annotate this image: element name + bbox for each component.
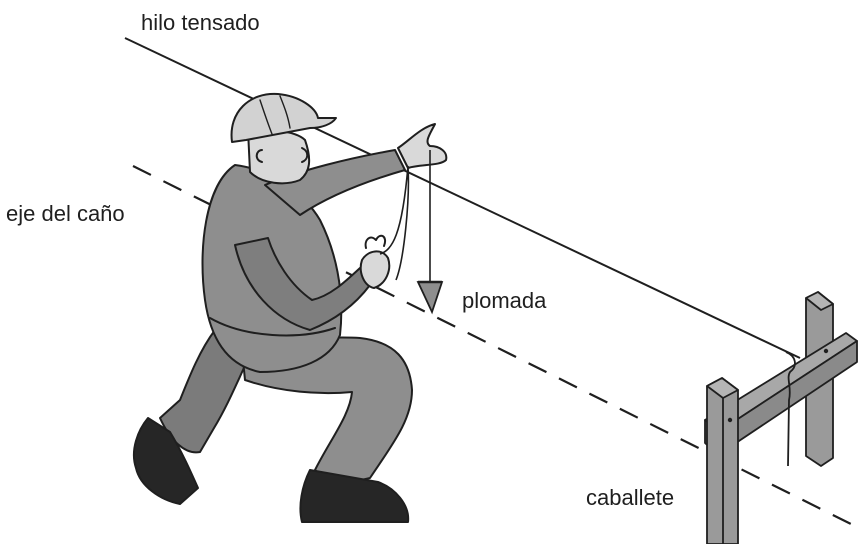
worker-right-hand	[359, 250, 391, 289]
plumb-bob-assembly	[379, 150, 444, 315]
string-tie	[785, 351, 796, 467]
worker	[132, 92, 448, 523]
trestle-label: caballete	[586, 485, 675, 510]
plumb-bob	[416, 281, 444, 315]
pipe-axis-label: eje del caño	[6, 201, 125, 226]
worker-back-leg	[159, 329, 251, 454]
trestle	[704, 291, 858, 544]
taut-string-line	[124, 37, 801, 359]
worker-back-boot	[132, 417, 199, 505]
thread-spool	[364, 234, 386, 249]
plumb-bob-label: plomada	[462, 288, 547, 313]
taut-string-label: hilo tensado	[141, 10, 260, 35]
worker-hard-hat	[230, 92, 337, 143]
worker-front-boot	[299, 469, 410, 523]
spool-thread	[379, 165, 410, 281]
worker-left-hand	[397, 123, 448, 169]
